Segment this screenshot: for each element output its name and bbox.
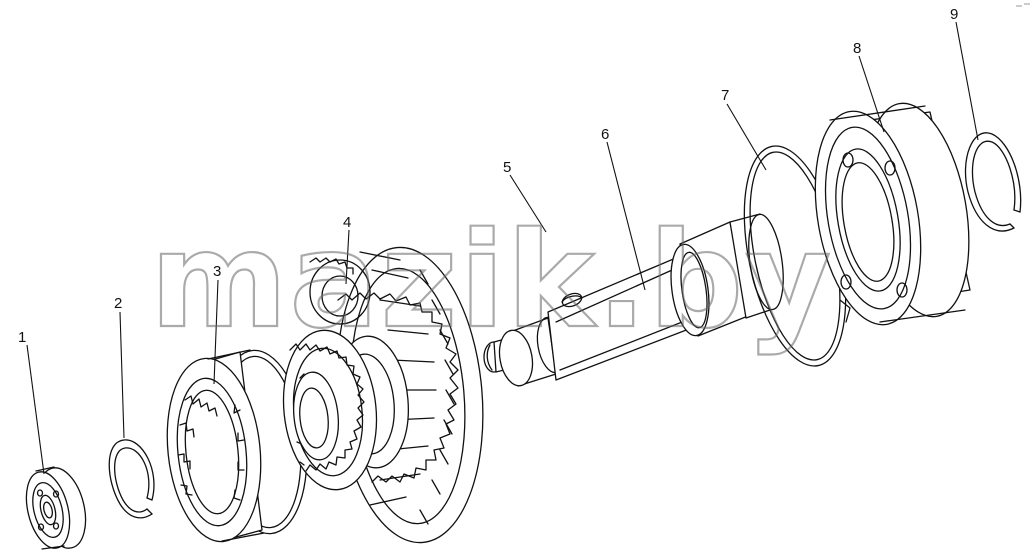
leader-6	[606, 141, 646, 291]
leader-8	[858, 55, 885, 133]
callout-3: 3	[213, 263, 221, 280]
leader-1	[26, 344, 45, 475]
leader-5	[509, 174, 547, 233]
watermark-text: mazik.by	[150, 204, 833, 358]
part-2-snap-ring	[108, 439, 155, 519]
callout-9: 9	[950, 6, 958, 23]
callout-5: 5	[503, 159, 511, 176]
part-1-small-bearing	[25, 466, 87, 550]
callout-labels: 1 2 3 4 5 6 7 8 9	[18, 6, 958, 346]
leader-9	[955, 21, 979, 141]
leader-7	[726, 103, 767, 171]
callout-7: 7	[721, 87, 729, 104]
callout-8: 8	[853, 40, 861, 57]
corner-mark	[1016, 3, 1030, 7]
part-6-shaft	[483, 213, 784, 387]
callout-6: 6	[601, 126, 609, 143]
part-4-gear-cluster	[282, 246, 484, 544]
callout-1: 1	[18, 329, 26, 346]
part-8-large-bearing	[814, 102, 971, 326]
leader-2	[119, 311, 125, 439]
part-9-snap-ring	[964, 132, 1022, 232]
leader-4	[345, 229, 350, 285]
callout-2: 2	[114, 295, 122, 312]
leader-3	[213, 279, 219, 385]
callout-4: 4	[343, 214, 351, 231]
leader-lines	[26, 21, 979, 475]
